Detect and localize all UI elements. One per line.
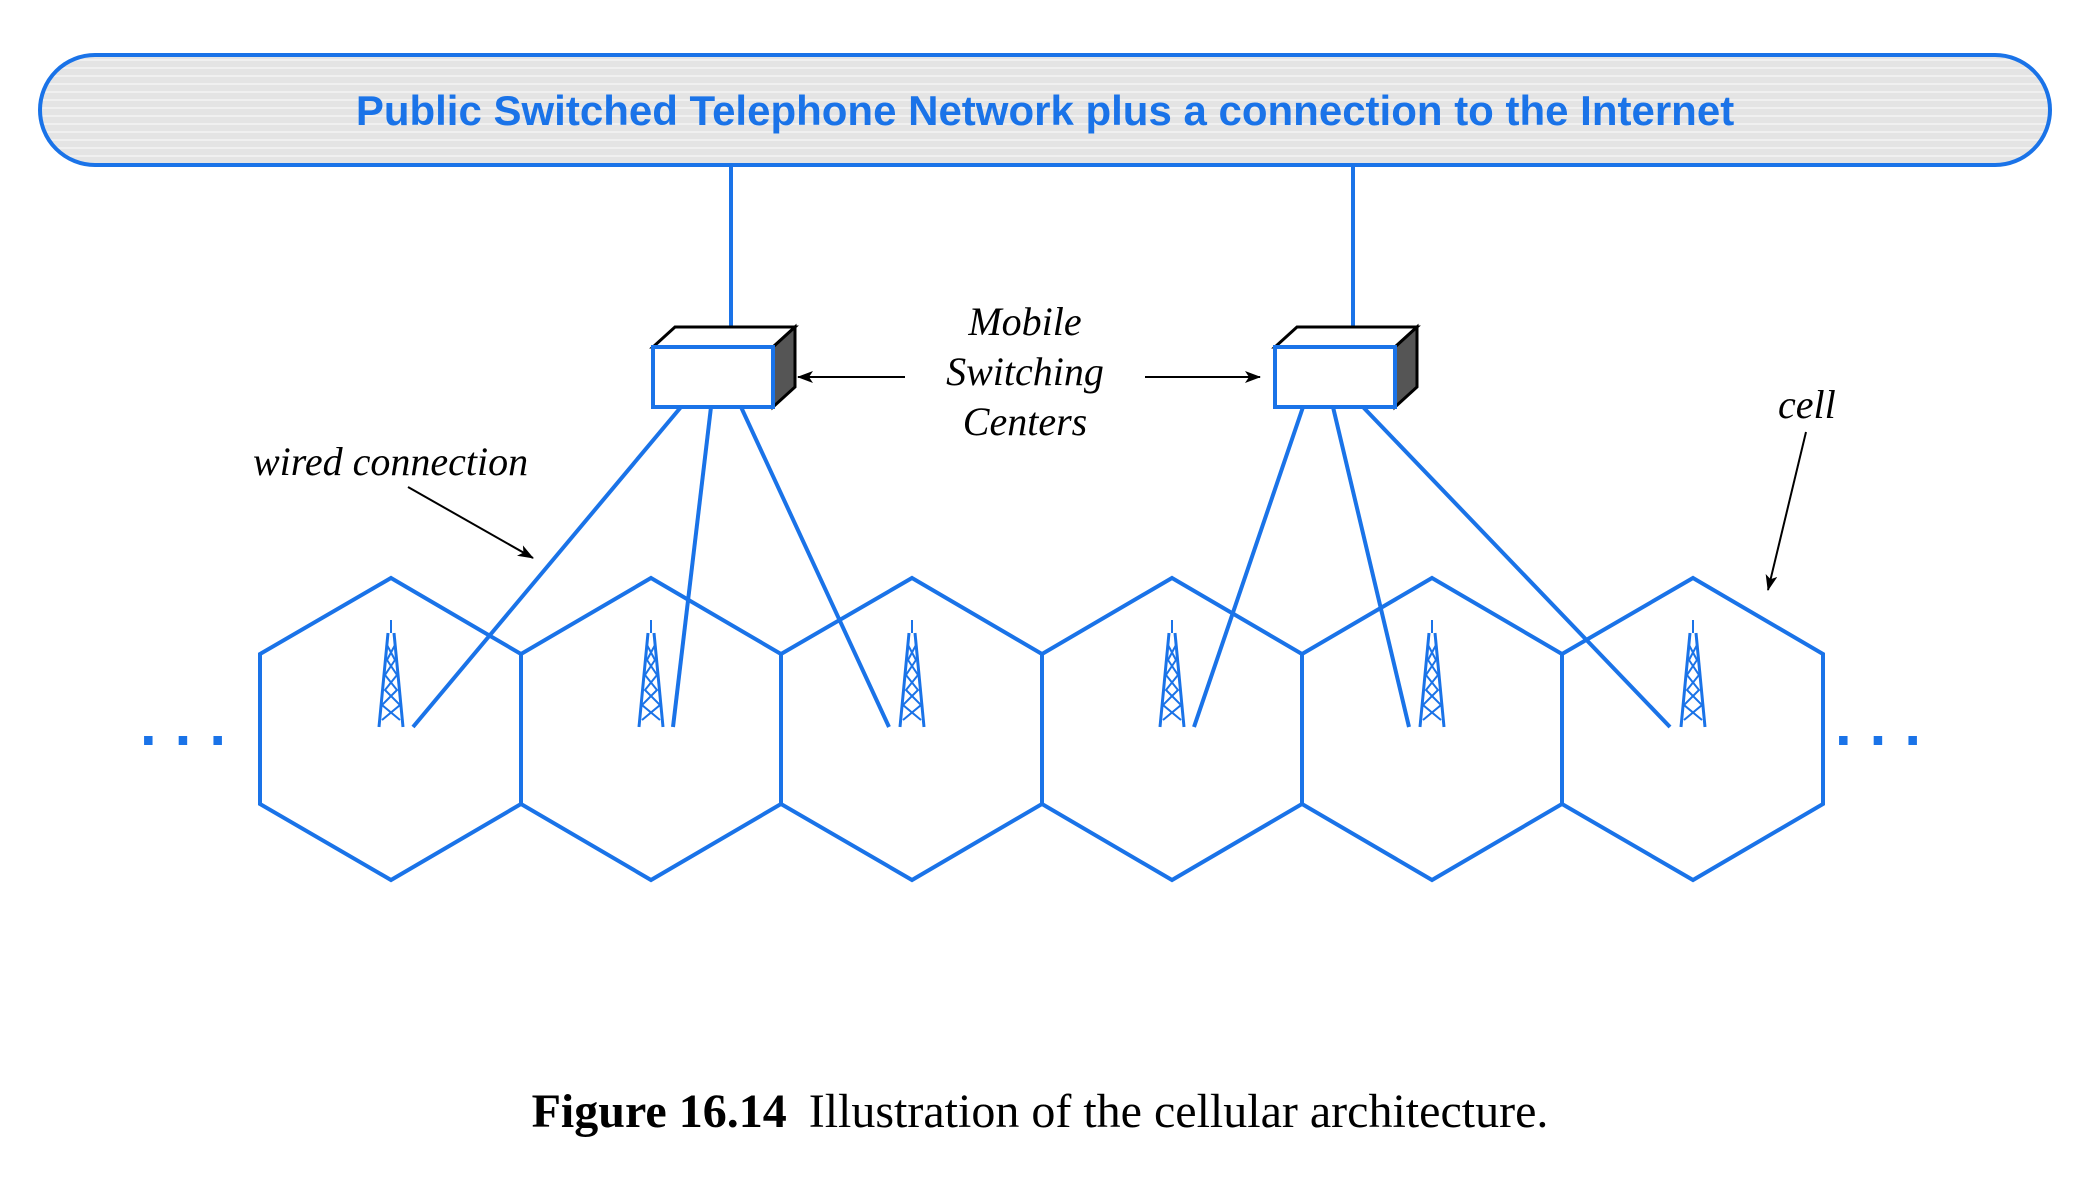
wired-connection-label: wired connection <box>253 439 528 484</box>
msc-label-line-2: Switching <box>946 349 1104 394</box>
caption-text: Illustration of the cellular architectur… <box>809 1085 1549 1138</box>
cell-6 <box>1560 575 1825 883</box>
pstn-label: Public Switched Telephone Network plus a… <box>356 87 1734 134</box>
tower-icon <box>377 620 405 728</box>
wire-msc1-cell3 <box>739 406 891 728</box>
wire-msc1-cell2 <box>671 406 713 728</box>
cells <box>258 575 1825 883</box>
wire-msc1-cell1 <box>411 405 683 729</box>
tower-icon <box>1158 620 1186 728</box>
switching-center-2 <box>1271 323 1421 411</box>
msc-label-line-1: Mobile <box>967 299 1081 344</box>
figure-caption: Figure 16.14 Illustration of the cellula… <box>532 1085 1549 1138</box>
msc-label-line-3: Centers <box>963 399 1087 444</box>
tower-icon <box>637 620 665 728</box>
towers <box>377 620 1707 728</box>
wire-msc2-cell5 <box>1331 406 1411 728</box>
cell-arrow <box>1765 431 1807 591</box>
ellipsis-left: ... <box>140 691 244 758</box>
msc-label: Mobile Switching Centers <box>797 299 1261 444</box>
wire-msc2-cell6 <box>1361 405 1672 729</box>
tower-icon <box>1679 620 1707 728</box>
ellipsis-right: ... <box>1835 691 1939 758</box>
wire-msc2-cell4 <box>1192 406 1305 728</box>
pstn-cloud: Public Switched Telephone Network plus a… <box>38 53 2052 167</box>
switching-center-1 <box>649 323 799 411</box>
caption-number: Figure 16.14 <box>532 1085 787 1138</box>
wired-connections <box>411 405 1672 729</box>
tower-icon <box>1418 620 1446 728</box>
wired-connection-arrow <box>407 486 534 559</box>
cell-label: cell <box>1778 382 1836 427</box>
tower-icon <box>898 620 926 728</box>
